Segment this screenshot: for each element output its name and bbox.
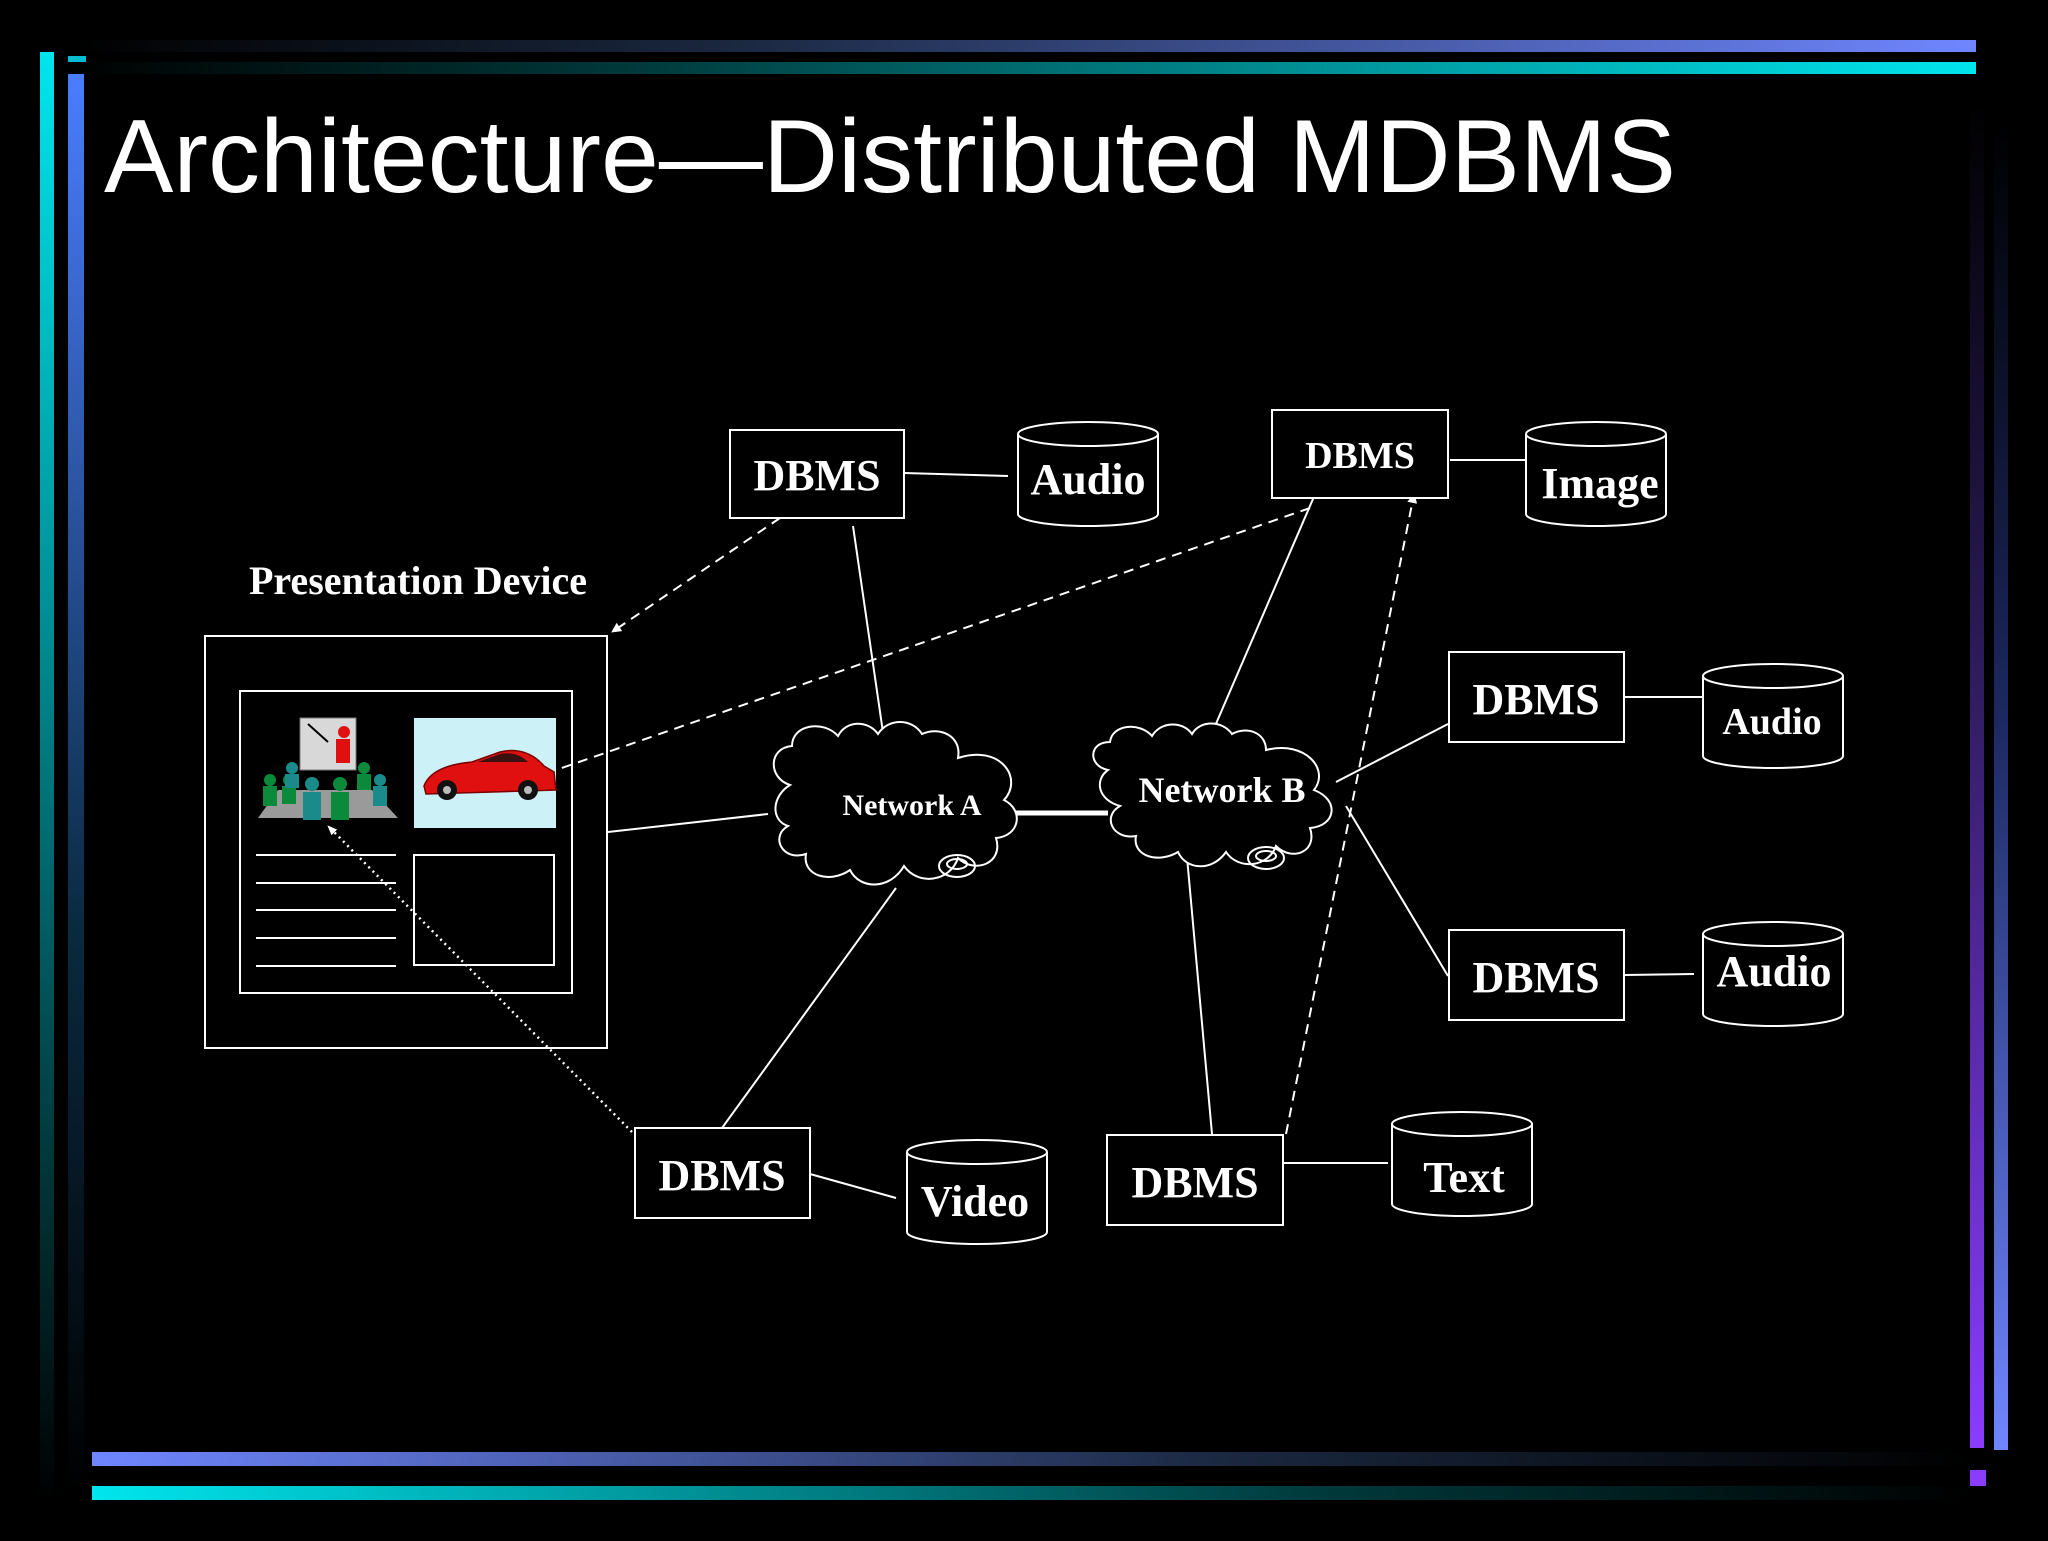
store-image-label: Image xyxy=(1541,459,1658,508)
right-corner-square xyxy=(1970,1470,1986,1486)
red-sports-car-icon xyxy=(414,718,557,828)
network-b: Network B xyxy=(1092,722,1333,870)
network-a-cloud xyxy=(772,721,1018,886)
store-audio-right-2: Audio xyxy=(1702,921,1844,1027)
store-image: Image xyxy=(1525,421,1667,527)
dbms-node-right-1: DBMS xyxy=(1448,651,1625,743)
top-bar-periwinkle xyxy=(70,40,1976,52)
right-bar-periwinkle xyxy=(1994,120,2008,1450)
line-dbms-top-audio xyxy=(903,472,1009,477)
store-text: Text xyxy=(1391,1111,1533,1217)
dbms-node-right-1-label: DBMS xyxy=(1472,675,1599,724)
dbms-node-top-right-label: DBMS xyxy=(1305,435,1415,477)
dbms-node-bottom-right: DBMS xyxy=(1106,1134,1284,1226)
store-text-label: Text xyxy=(1423,1153,1505,1202)
line-dbms-right2-audio xyxy=(1623,973,1695,976)
dbms-node-top: DBMS xyxy=(729,429,905,519)
store-audio-right-1: Audio xyxy=(1702,663,1844,769)
network-b-cloud xyxy=(1092,722,1333,868)
presentation-meeting-icon xyxy=(258,717,398,820)
flow-dbms-bottom-to-presentation xyxy=(327,825,633,1133)
dbms-node-bottom-left-label: DBMS xyxy=(658,1151,785,1200)
dbms-node-bottom-right-label: DBMS xyxy=(1131,1158,1258,1207)
line-dbms-bottom-video xyxy=(809,1173,897,1199)
flow-dbms-top-to-device xyxy=(611,517,781,633)
disk-icon xyxy=(1247,846,1285,870)
disk-icon xyxy=(938,854,976,878)
dbms-node-right-2-label: DBMS xyxy=(1472,953,1599,1002)
network-b-label: Network B xyxy=(1139,770,1306,810)
top-bar-cyan xyxy=(70,62,1976,74)
left-bar-blue xyxy=(68,74,84,1494)
right-bar-violet xyxy=(1970,100,1984,1448)
flow-dbms-topright-to-car xyxy=(555,507,1311,771)
left-corner-accent xyxy=(68,56,86,62)
frame-bars xyxy=(40,40,2008,1502)
network-a-label: Network A xyxy=(842,789,981,822)
dbms-node-right-2: DBMS xyxy=(1448,929,1625,1021)
line-networkb-dbms-right1 xyxy=(1335,723,1449,783)
line-networka-dbms-top xyxy=(852,525,888,761)
device-screen xyxy=(239,690,573,994)
data-flows xyxy=(327,493,1418,1135)
flow-dbms-bottom-to-dbms-topright xyxy=(1285,493,1418,1135)
left-bar-cyan xyxy=(40,52,54,1502)
store-video: Video xyxy=(906,1139,1048,1245)
line-networkb-dbms-bottom xyxy=(1185,845,1213,1135)
line-networkb-dbms-topright xyxy=(1211,491,1317,734)
store-video-label: Video xyxy=(921,1177,1029,1226)
dbms-node-top-right: DBMS xyxy=(1271,409,1449,499)
line-networka-dbms-bottom xyxy=(721,887,897,1129)
store-audio-top: Audio xyxy=(1017,421,1159,527)
slide-title: Architecture—Distributed MDBMS xyxy=(104,99,1676,215)
connectors xyxy=(607,459,1704,1199)
store-audio-top-label: Audio xyxy=(1031,455,1146,504)
bottom-bar-periwinkle xyxy=(92,1452,1972,1466)
device-image-placeholder xyxy=(413,854,555,966)
dbms-nodes: DBMS DBMS DBMS DBMS DBMS DBMS xyxy=(634,409,1625,1226)
line-networkb-dbms-right2 xyxy=(1345,805,1449,977)
bottom-bar-cyan xyxy=(92,1486,1972,1500)
presentation-device-label: Presentation Device xyxy=(249,558,587,603)
store-audio-right-1-label: Audio xyxy=(1722,701,1821,743)
line-device-networka xyxy=(607,813,769,833)
dbms-node-bottom-left: DBMS xyxy=(634,1127,811,1219)
dbms-node-top-label: DBMS xyxy=(753,451,880,500)
presentation-device: Presentation Device xyxy=(204,558,608,1049)
network-a: Network A xyxy=(772,721,1018,886)
text-lines xyxy=(256,854,396,967)
store-audio-right-2-label: Audio xyxy=(1717,947,1832,996)
device-outer-frame xyxy=(204,635,608,1049)
data-stores: Audio Image Audio Audio Video xyxy=(906,421,1844,1245)
